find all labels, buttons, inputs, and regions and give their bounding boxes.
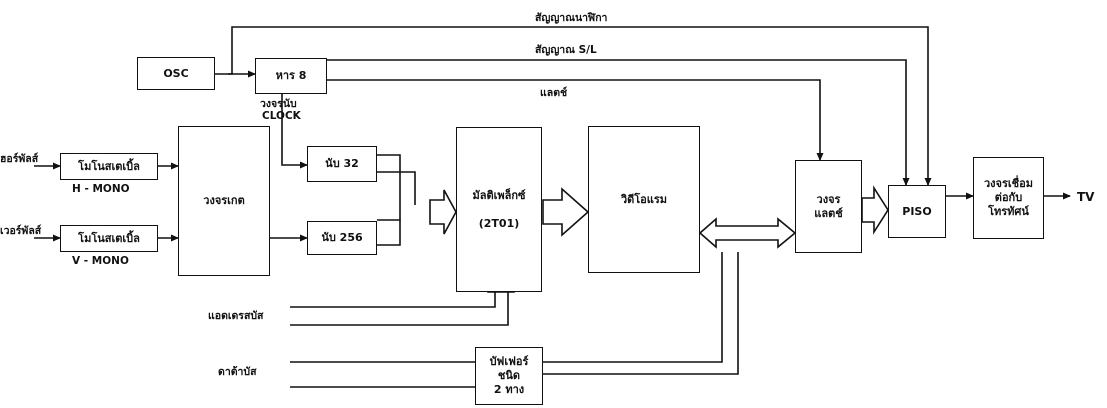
v-mono-label: V - MONO — [72, 255, 129, 268]
bus-arrow-counters-to-mux — [430, 190, 456, 234]
tv-interface-label-1: วงจรเชื่อม — [984, 177, 1033, 191]
tv-interface-label-3: โทรทัศน์ — [988, 205, 1029, 219]
address-bus-line — [290, 292, 495, 307]
divide-by-8-block: หาร 8 — [255, 58, 327, 94]
bus-arrow-ram-latch — [700, 219, 795, 247]
sl-signal-label: สัญญาณ S/L — [535, 44, 597, 57]
count256-out — [377, 172, 415, 205]
latch-circuit-label-1: วงจร — [817, 193, 841, 207]
bidirectional-buffer-block: บัฟเฟอร์ ชนิด 2 ทาง — [475, 347, 543, 405]
video-ram-label: วิดีโอแรม — [621, 193, 667, 207]
count32-out — [377, 155, 400, 220]
clock-signal-label: สัญญาณนาฬิกา — [535, 12, 607, 25]
piso-block: PISO — [888, 185, 946, 238]
buffer-label-3: 2 ทาง — [494, 383, 524, 397]
h-pulse-label: ฮอร์พัลส์ — [0, 153, 38, 166]
tv-interface-block: วงจรเชื่อม ต่อกับ โทรทัศน์ — [973, 157, 1044, 239]
v-monostable-block: โมโนสเตเบิ้ล — [60, 225, 158, 252]
gate-circuit-label: วงจรเกต — [203, 194, 244, 208]
address-bus-line2 — [290, 292, 508, 325]
divide-by-8-label: หาร 8 — [276, 69, 307, 83]
piso-label: PISO — [902, 205, 931, 219]
v-pulse-label: เวอร์พัลส์ — [0, 225, 41, 238]
address-bus-label: แอดเดรสบัส — [208, 310, 263, 323]
multiplexer-block: มัลติเพล็กซ์ (2T01) — [456, 127, 542, 292]
h-monostable-block: โมโนสเตเบิ้ล — [60, 153, 158, 180]
count-32-block: นับ 32 — [307, 146, 377, 182]
video-ram-block: วิดีโอแรม — [588, 126, 700, 273]
latch-line-label: แลตช์ — [540, 87, 567, 100]
h-monostable-label: โมโนสเตเบิ้ล — [78, 160, 140, 174]
h-mono-label: H - MONO — [72, 183, 130, 196]
tv-label: TV — [1077, 190, 1095, 204]
osc-block: OSC — [137, 57, 215, 90]
data-bus-label: ดาต้าบัส — [218, 366, 257, 379]
count-256-label: นับ 256 — [321, 231, 362, 245]
tv-interface-label-2: ต่อกับ — [995, 191, 1022, 205]
count-32-label: นับ 32 — [325, 157, 359, 171]
count-256-block: นับ 256 — [307, 221, 377, 255]
buffer-label-1: บัฟเฟอร์ — [490, 355, 529, 369]
bus-arrow-mux-to-ram — [543, 189, 588, 235]
latch-circuit-block: วงจร แลตช์ — [795, 160, 862, 253]
v-monostable-label: โมโนสเตเบิ้ล — [78, 232, 140, 246]
latch-circuit-label-2: แลตช์ — [814, 207, 842, 221]
gate-circuit-block: วงจรเกต — [178, 126, 270, 276]
latch-signal-line — [327, 80, 820, 160]
multiplexer-label: มัลติเพล็กซ์ — [472, 189, 525, 203]
count256-out2 — [377, 220, 400, 245]
buffer-label-2: ชนิด — [498, 369, 520, 383]
clock-counter-label-2: CLOCK — [262, 110, 301, 123]
osc-label: OSC — [163, 67, 188, 81]
multiplexer-part: (2T01) — [479, 217, 520, 231]
bus-arrow-latch-to-piso — [862, 188, 888, 232]
